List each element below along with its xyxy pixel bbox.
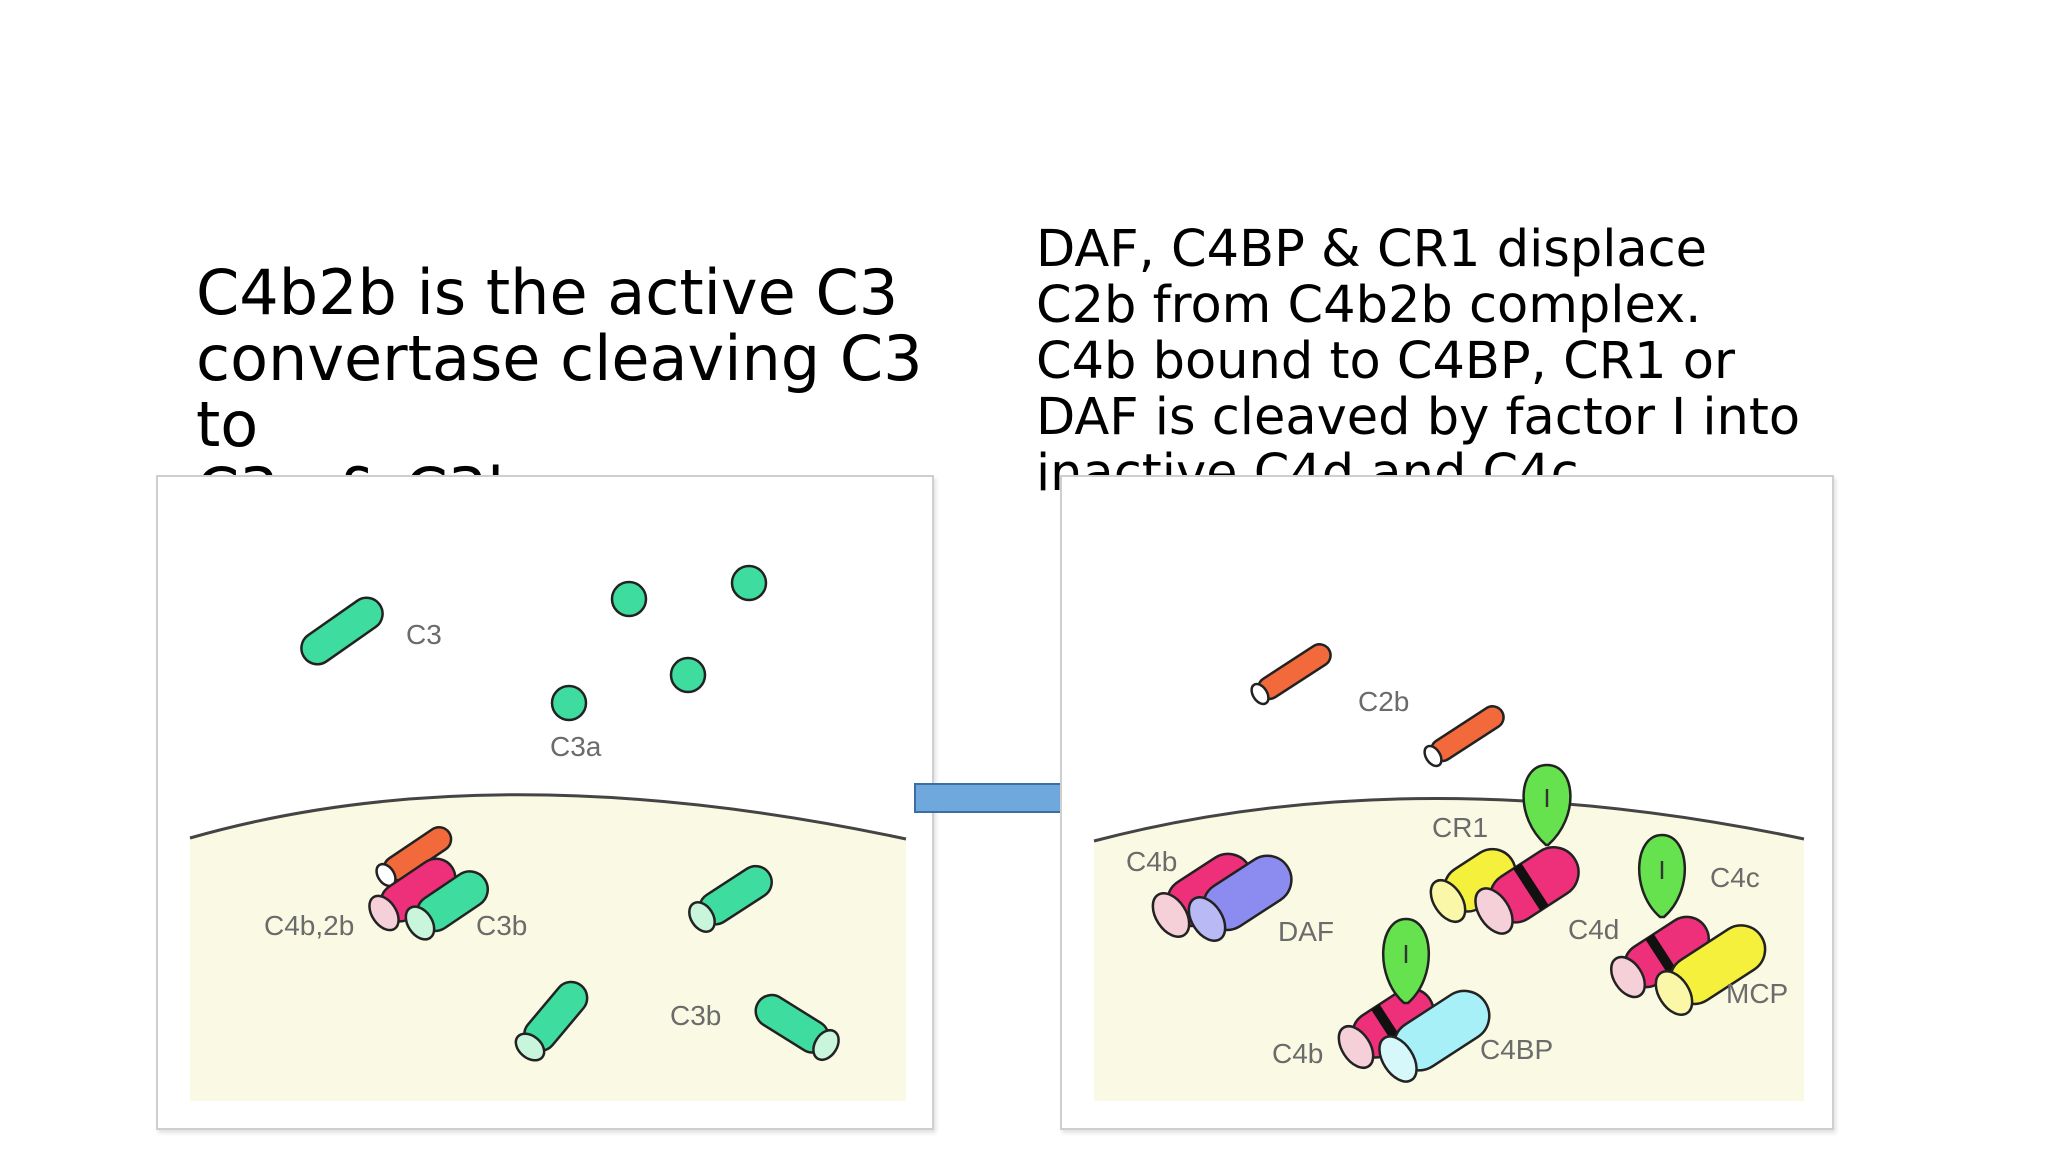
c4bp-c4b-complex: [1337, 987, 1491, 1083]
factor-i-label: I: [1658, 855, 1665, 885]
factor-i-label: I: [1543, 783, 1550, 813]
c3a-label: C3a: [550, 731, 602, 762]
c4bp-label: C4BP: [1480, 1034, 1553, 1065]
c2b-molecule: [1250, 643, 1332, 706]
right-slide-title: DAF, C4BP & CR1 displace C2b from C4b2b …: [1036, 220, 1801, 503]
cell-membrane: [190, 794, 906, 1101]
c4b2b-label: C4b,2b: [264, 910, 354, 941]
c3-convertase-diagram-panel: C3 C3a C4b,2b C3b: [156, 475, 934, 1130]
mcp-label: MCP: [1726, 978, 1788, 1009]
mcp-c4b-complex: [1609, 915, 1767, 1016]
factor-i-pin: I: [1382, 917, 1430, 1005]
c2b-molecule: [1423, 705, 1505, 768]
c2b-label: C2b: [1358, 686, 1409, 717]
c3b-bound-label: C3b: [476, 910, 527, 941]
factor-i-pin: I: [1522, 763, 1572, 847]
regulation-diagram-panel: C2b C4b DAF: [1060, 475, 1834, 1130]
factor-i-label: I: [1402, 939, 1409, 969]
c4b2b-complex: [368, 825, 489, 941]
c4d-label: C4d: [1568, 914, 1619, 945]
c3a-fragments: [550, 564, 768, 722]
cr1-label: CR1: [1432, 812, 1488, 843]
c4b-daf-label: C4b: [1126, 846, 1177, 877]
cr1-c4b-complex: [1429, 846, 1580, 935]
c3-molecule: [300, 596, 384, 666]
c3b-free-label: C3b: [670, 1000, 721, 1031]
c3-label: C3: [406, 619, 442, 650]
factor-i-pin: I: [1638, 833, 1686, 919]
c4b-c4bp-label: C4b: [1272, 1038, 1323, 1069]
daf-label: DAF: [1278, 916, 1334, 947]
c4c-label: C4c: [1710, 862, 1760, 893]
c4b-daf-complex: [1151, 852, 1293, 942]
